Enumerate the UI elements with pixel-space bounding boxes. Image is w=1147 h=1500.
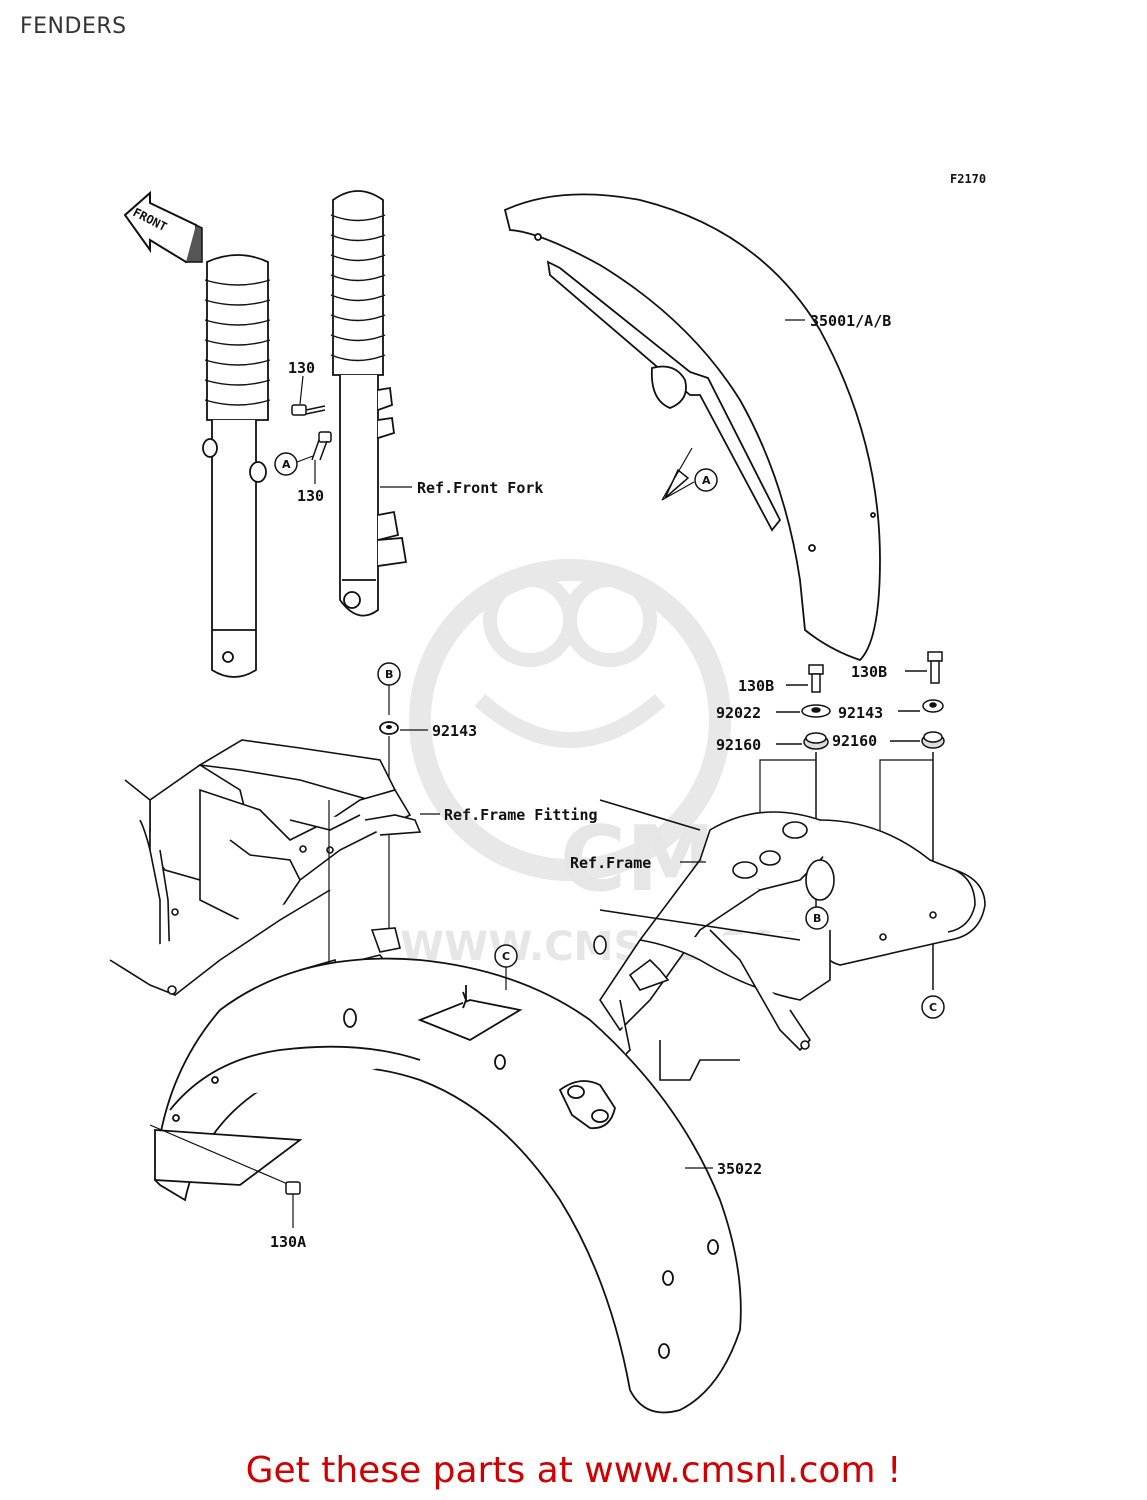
label-damper-92160-left: 92160 xyxy=(716,736,761,754)
callout-c-right: C xyxy=(921,995,945,1019)
label-bolt-130b-right: 130B xyxy=(851,663,887,681)
label-ref-frame: Ref.Frame xyxy=(570,854,651,872)
label-ref-frame-fitting: Ref.Frame Fitting xyxy=(444,806,598,824)
svg-text:A: A xyxy=(702,474,711,487)
label-damper-92160-right: 92160 xyxy=(832,732,877,750)
ref-code: F2170 xyxy=(950,172,986,186)
svg-text:B: B xyxy=(385,668,393,681)
label-bolt-130a: 130A xyxy=(270,1233,306,1251)
callout-a-fender: A xyxy=(661,447,718,501)
rear-fender xyxy=(154,957,742,1414)
svg-text:C: C xyxy=(929,1001,937,1014)
callout-b-frame: B xyxy=(805,906,829,930)
callout-b-top: B xyxy=(377,662,401,715)
bolt-130b-left xyxy=(786,664,824,693)
label-bolt-130-upper: 130 xyxy=(288,359,315,377)
callout-a-fork: A xyxy=(274,452,314,476)
label-washer-92143-left: 92143 xyxy=(432,722,477,740)
bolt-130a xyxy=(149,1124,301,1228)
bolt-130-lower xyxy=(311,431,332,461)
svg-text:C: C xyxy=(502,950,510,963)
callout-c-rear: C xyxy=(494,944,518,990)
label-bolt-130-lower: 130 xyxy=(297,487,324,505)
label-washer-92022: 92022 xyxy=(716,704,761,722)
cmsnl-ad-link[interactable]: Get these parts at www.cmsnl.com ! xyxy=(245,1450,902,1491)
front-direction-arrow: FRONT xyxy=(123,190,203,264)
parts-diagram: CMS WWW.CMSNL.COM F2170 FRONT xyxy=(109,172,986,1414)
washer-92143-left xyxy=(379,721,428,930)
washer-92022 xyxy=(776,704,831,718)
label-front-fender: 35001/A/B xyxy=(810,312,891,330)
page-title: FENDERS xyxy=(20,14,127,39)
watermark: CMS WWW.CMSNL.COM xyxy=(400,559,820,970)
frame-fitting-left xyxy=(109,739,422,997)
label-rear-fender: 35022 xyxy=(717,1160,762,1178)
svg-text:B: B xyxy=(813,912,821,925)
label-washer-92143-right: 92143 xyxy=(838,704,883,722)
label-ref-front-fork: Ref.Front Fork xyxy=(417,479,543,497)
washer-92143-right xyxy=(898,699,944,713)
front-fender xyxy=(503,193,881,662)
label-bolt-130b-left: 130B xyxy=(738,677,774,695)
fork-leg-left xyxy=(202,254,271,678)
svg-text:A: A xyxy=(282,458,291,471)
bolt-130b-right xyxy=(905,651,943,684)
frame-right xyxy=(593,799,986,1081)
fork-leg-right xyxy=(330,190,408,617)
bolt-130-upper xyxy=(291,404,326,416)
